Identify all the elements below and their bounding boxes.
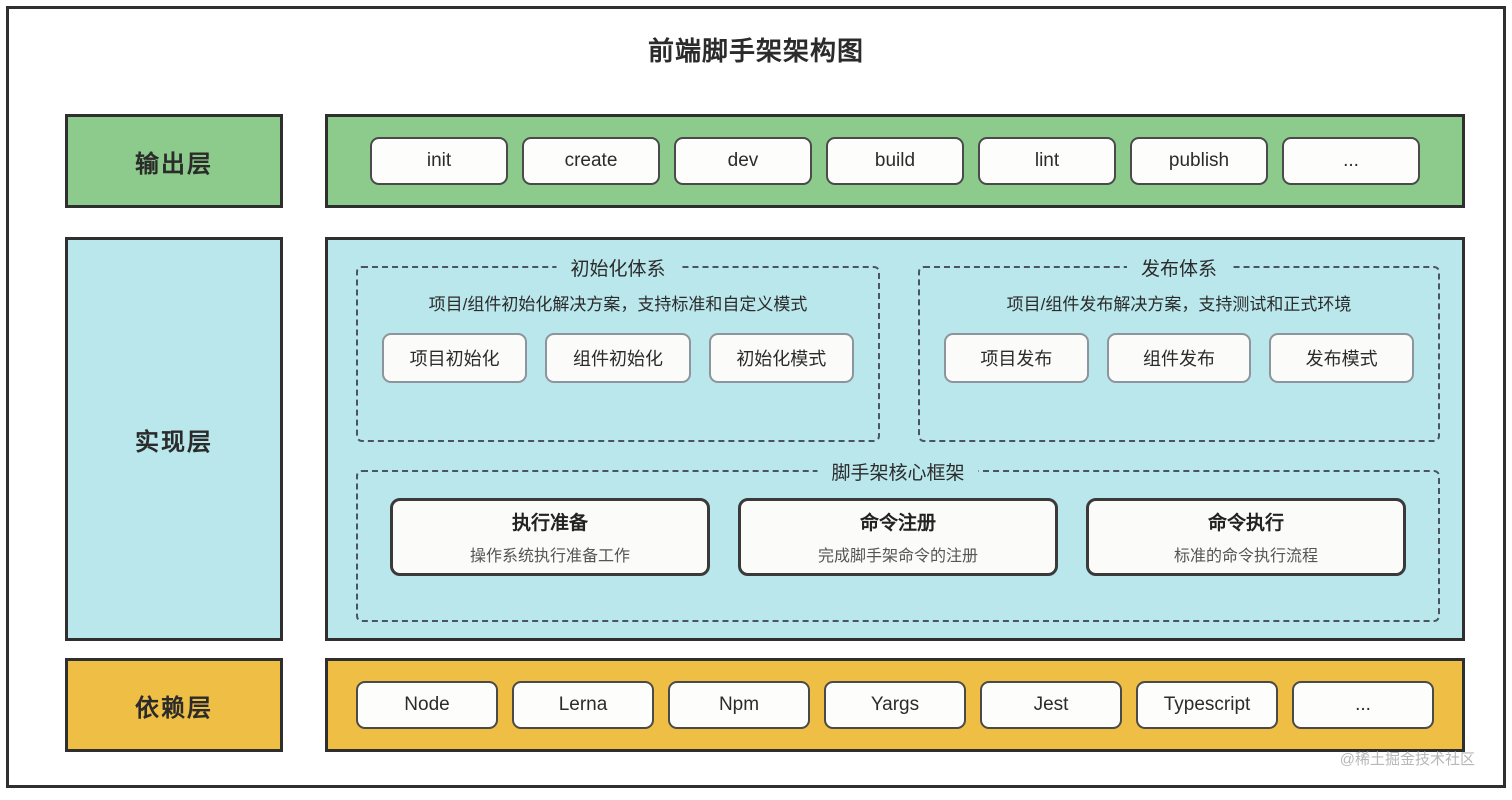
implementation-layer-body: 初始化体系 项目/组件初始化解决方案，支持标准和自定义模式 项目初始化 组件初始… xyxy=(325,237,1465,641)
group-publish-system-description: 项目/组件发布解决方案，支持测试和正式环境 xyxy=(1006,295,1352,314)
group-core-framework-items: 执行准备 操作系统执行准备工作 命令注册 完成脚手架命令的注册 命令执行 标准的… xyxy=(358,498,1438,576)
dependency-layer-label: 依赖层 xyxy=(65,658,283,752)
core-item-command-register-subtitle: 完成脚手架命令的注册 xyxy=(817,548,978,565)
core-item-command-execute-subtitle: 标准的命令执行流程 xyxy=(1173,548,1318,565)
watermark: @稀土掘金技术社区 xyxy=(1339,751,1475,768)
core-item-execution-prepare-subtitle: 操作系统执行准备工作 xyxy=(469,548,630,565)
dependency-item-jest[interactable]: Jest xyxy=(980,681,1122,729)
output-layer-label: 输出层 xyxy=(65,114,283,208)
output-item-dev[interactable]: dev xyxy=(674,137,812,185)
dependency-item-yargs[interactable]: Yargs xyxy=(824,681,966,729)
group-core-framework: 脚手架核心框架 执行准备 操作系统执行准备工作 命令注册 完成脚手架命令的注册 … xyxy=(356,458,1440,622)
dependency-layer-body: Node Lerna Npm Yargs Jest Typescript ... xyxy=(325,658,1465,752)
group-publish-system-title: 发布体系 xyxy=(1126,254,1232,281)
dependency-item-more[interactable]: ... xyxy=(1292,681,1434,729)
diagram-frame: 前端脚手架架构图 输出层 init create dev build lint … xyxy=(6,6,1506,788)
publish-item-mode[interactable]: 发布模式 xyxy=(1269,333,1415,383)
output-layer-body: init create dev build lint publish ... xyxy=(325,114,1465,208)
core-item-command-execute[interactable]: 命令执行 标准的命令执行流程 xyxy=(1086,498,1406,576)
output-item-lint[interactable]: lint xyxy=(978,137,1116,185)
init-item-mode[interactable]: 初始化模式 xyxy=(708,333,854,383)
output-item-init[interactable]: init xyxy=(370,137,508,185)
core-item-command-register-title: 命令注册 xyxy=(859,513,936,534)
core-item-execution-prepare[interactable]: 执行准备 操作系统执行准备工作 xyxy=(390,498,710,576)
output-item-publish[interactable]: publish xyxy=(1130,137,1268,185)
output-item-create[interactable]: create xyxy=(522,137,660,185)
core-item-command-register[interactable]: 命令注册 完成脚手架命令的注册 xyxy=(738,498,1058,576)
group-publish-system-items: 项目发布 组件发布 发布模式 xyxy=(920,333,1438,383)
page-title: 前端脚手架架构图 xyxy=(647,36,864,66)
output-item-more[interactable]: ... xyxy=(1282,137,1420,185)
publish-item-project[interactable]: 项目发布 xyxy=(944,333,1089,383)
core-item-command-execute-title: 命令执行 xyxy=(1207,513,1284,534)
init-item-project[interactable]: 项目初始化 xyxy=(382,333,528,383)
dependency-item-typescript[interactable]: Typescript xyxy=(1136,681,1278,729)
group-init-system-title: 初始化体系 xyxy=(556,254,680,281)
dependency-item-npm[interactable]: Npm xyxy=(668,681,810,729)
group-core-framework-title: 脚手架核心框架 xyxy=(817,458,979,485)
group-init-system-description: 项目/组件初始化解决方案，支持标准和自定义模式 xyxy=(428,295,808,314)
output-item-build[interactable]: build xyxy=(826,137,964,185)
dependency-item-node[interactable]: Node xyxy=(356,681,498,729)
core-item-execution-prepare-title: 执行准备 xyxy=(511,513,588,534)
group-init-system-items: 项目初始化 组件初始化 初始化模式 xyxy=(358,333,878,383)
init-item-component[interactable]: 组件初始化 xyxy=(545,333,691,383)
publish-item-component[interactable]: 组件发布 xyxy=(1106,333,1252,383)
dependency-item-lerna[interactable]: Lerna xyxy=(512,681,654,729)
group-init-system: 初始化体系 项目/组件初始化解决方案，支持标准和自定义模式 项目初始化 组件初始… xyxy=(356,254,880,442)
implementation-layer-label: 实现层 xyxy=(65,237,283,641)
group-publish-system: 发布体系 项目/组件发布解决方案，支持测试和正式环境 项目发布 组件发布 发布模… xyxy=(918,254,1440,442)
